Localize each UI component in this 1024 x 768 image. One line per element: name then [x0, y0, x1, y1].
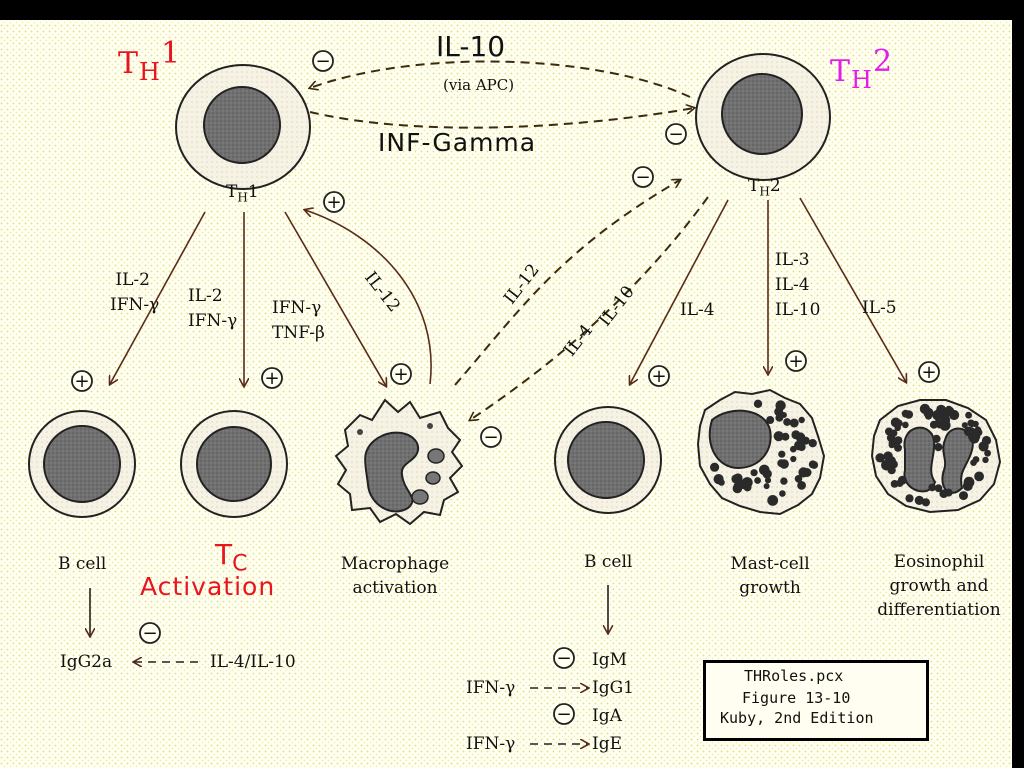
igg1-label: IgG1	[592, 678, 634, 698]
sign-plus-bcell2: +	[648, 365, 670, 387]
il10-arc	[310, 60, 691, 98]
ige-label: IgE	[592, 734, 623, 754]
th1-to-bcell-arrow	[110, 211, 206, 384]
eosinophil-cell	[870, 399, 1002, 514]
sign-plus-bcell: +	[71, 370, 93, 392]
sign-plus-eosinophil: +	[918, 361, 940, 383]
sign-plus-il12-feedback: +	[323, 191, 345, 213]
th2-cell	[695, 53, 831, 181]
th1-cell	[175, 64, 311, 190]
svg-text:−: −	[556, 648, 571, 669]
sign-plus-macrophage: +	[390, 363, 412, 385]
svg-text:+: +	[788, 351, 803, 372]
svg-text:+: +	[264, 368, 279, 389]
inf-gamma-arc	[309, 108, 694, 129]
il4-il10-label: IL-4/IL-10	[210, 652, 296, 672]
th2-label: TH2	[748, 176, 781, 199]
mast-cell	[696, 388, 826, 516]
svg-text:−: −	[483, 427, 498, 448]
iga-label: IgA	[592, 706, 622, 726]
sign-minus-il12-th2: −	[632, 166, 654, 188]
bcell-left-label: B cell	[58, 554, 107, 574]
svg-text:+: +	[651, 366, 666, 387]
bcell-right-label: B cell	[584, 552, 633, 572]
igm-label: IgM	[592, 650, 628, 670]
eos-cytokine: IL-5	[862, 298, 897, 318]
tc-title: TC	[215, 538, 248, 577]
il12-to-th2-arrow	[454, 180, 680, 386]
tc-cell	[180, 410, 288, 518]
svg-text:−: −	[668, 124, 683, 145]
mast-granules	[710, 399, 819, 506]
th2-to-bcell-arrow	[630, 199, 729, 384]
svg-text:−: −	[635, 167, 650, 188]
th2-bcell-cytokine: IL-4	[680, 300, 715, 320]
sign-plus-tc: +	[261, 367, 283, 389]
il4-il10-to-macrophage-arrow	[470, 196, 709, 420]
sign-minus-igg2a: −	[139, 622, 161, 644]
svg-text:+: +	[74, 371, 89, 392]
sign-minus-iga: −	[553, 703, 575, 725]
svg-text:−: −	[556, 704, 571, 725]
svg-text:−: −	[315, 51, 330, 72]
caption-box: THRoles.pcx Figure 13-10 Kuby, 2nd Editi…	[703, 660, 929, 741]
th1-to-macrophage-arrow	[284, 211, 386, 386]
svg-text:+: +	[921, 362, 936, 383]
svg-text:+: +	[393, 364, 408, 385]
sign-plus-mast: +	[785, 350, 807, 372]
inf-gamma-label: INF-Gamma	[378, 128, 537, 157]
svg-text:+: +	[326, 192, 341, 213]
b-cell-right	[554, 406, 662, 514]
caption-figure: Figure 13-10	[742, 689, 851, 707]
il10-label: IL-10	[436, 30, 506, 63]
th1-title: TH1	[118, 36, 182, 86]
il12-feedback-arrow	[305, 210, 432, 385]
tc-activation: Activation	[140, 572, 276, 601]
dotted-background	[0, 20, 1012, 768]
sign-minus-igm: −	[553, 647, 575, 669]
sign-minus-il10: −	[312, 50, 334, 72]
ifn-gamma-label-2: IFN-γ	[466, 734, 516, 754]
b-cell-left	[28, 410, 136, 518]
th2-to-eosinophil-arrow	[799, 197, 906, 382]
th2-title: TH2	[830, 44, 894, 94]
sign-minus-macrophage: −	[480, 426, 502, 448]
ifn-gamma-label-1: IFN-γ	[466, 678, 516, 698]
th1-label: TH1	[226, 182, 259, 205]
caption-filename: THRoles.pcx	[744, 667, 844, 685]
via-apc-label: (via APC)	[443, 76, 515, 94]
caption-source: Kuby, 2nd Edition	[720, 709, 874, 727]
svg-text:−: −	[142, 623, 157, 644]
igg2a-label: IgG2a	[60, 652, 113, 672]
eosinophil-granules	[875, 403, 992, 507]
macrophage-cell	[334, 398, 464, 526]
sign-minus-inf-gamma: −	[665, 123, 687, 145]
